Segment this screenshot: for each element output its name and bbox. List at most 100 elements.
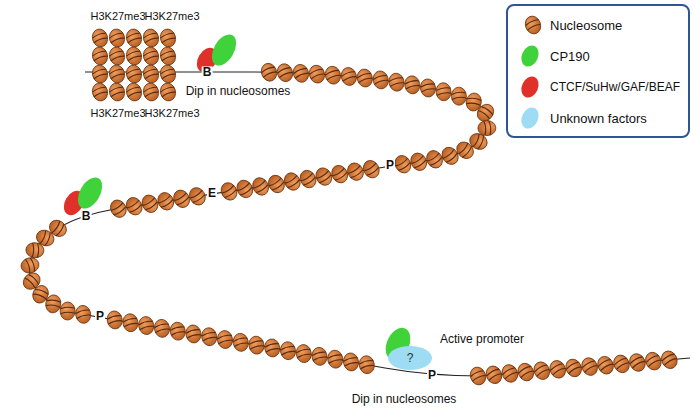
nucleosome bbox=[158, 45, 177, 66]
nucleosome bbox=[218, 180, 240, 203]
nucleosome bbox=[74, 304, 92, 324]
nucleosome bbox=[155, 190, 177, 213]
nucleosome bbox=[122, 313, 140, 333]
histone-mark: H3K27me3 bbox=[90, 10, 145, 22]
nucleosome bbox=[139, 192, 161, 215]
nucleosome bbox=[107, 197, 129, 220]
nucleosome bbox=[266, 172, 288, 195]
nucleosome bbox=[216, 329, 234, 349]
factor-ellipse: ? bbox=[388, 346, 432, 370]
nucleosome bbox=[643, 350, 664, 373]
nucleosome bbox=[107, 45, 126, 66]
promoter-letter: P bbox=[427, 369, 437, 382]
nucleosome bbox=[158, 81, 177, 102]
nucleosome bbox=[326, 349, 344, 369]
nucleosome bbox=[90, 45, 109, 66]
legend-row: Unknown factors bbox=[516, 105, 647, 131]
legend-swatch bbox=[518, 43, 542, 70]
nucleosome bbox=[158, 27, 177, 48]
nucleosome bbox=[311, 346, 329, 366]
nucleosome bbox=[90, 81, 109, 102]
nucleosome-cluster bbox=[90, 27, 177, 102]
nucleosome bbox=[124, 81, 143, 102]
nucleosome bbox=[141, 63, 160, 84]
nucleosome bbox=[171, 187, 193, 210]
nucleosome bbox=[547, 358, 568, 381]
nucleosome bbox=[345, 160, 367, 183]
promoter-letter: P bbox=[95, 310, 105, 323]
nucleosome bbox=[107, 81, 126, 102]
nucleosome bbox=[360, 158, 382, 181]
nucleosome bbox=[595, 354, 616, 377]
nucleosome bbox=[137, 315, 155, 335]
legend-row: Nucleosome bbox=[516, 12, 622, 38]
cp190-factor bbox=[73, 173, 107, 212]
nucleosome bbox=[515, 361, 536, 384]
nucleosome bbox=[531, 359, 552, 382]
nucleosome bbox=[60, 302, 76, 321]
legend-nucleosome-icon bbox=[516, 12, 550, 38]
nucleosome bbox=[124, 45, 143, 66]
nucleosome bbox=[20, 256, 41, 275]
nucleosome bbox=[107, 63, 126, 84]
nucleosome bbox=[141, 45, 160, 66]
nucleosome bbox=[186, 185, 208, 208]
nucleosome bbox=[25, 242, 44, 259]
legend-text: Unknown factors bbox=[550, 111, 647, 126]
nucleosome bbox=[659, 348, 680, 371]
nucleosome bbox=[295, 343, 313, 363]
nucleosome bbox=[250, 175, 272, 198]
dip-label: Dip in nucleosomes bbox=[352, 393, 457, 406]
nucleosome bbox=[483, 363, 504, 386]
histone-mark: H3K27me3 bbox=[144, 107, 199, 119]
boundary-letter: B bbox=[202, 66, 213, 79]
nucleosome bbox=[339, 66, 358, 87]
nucleosome bbox=[200, 327, 218, 347]
nucleosome bbox=[279, 341, 297, 361]
legend-text: Nucleosome bbox=[550, 18, 622, 33]
nucleosome bbox=[424, 148, 446, 171]
nucleosome bbox=[329, 163, 351, 186]
nucleosome bbox=[153, 318, 171, 338]
nucleosome bbox=[611, 353, 632, 376]
nucleosome bbox=[169, 321, 187, 341]
nucleosome bbox=[124, 27, 143, 48]
legend-text: CP190 bbox=[550, 49, 590, 64]
legend-row: CTCF/SuHw/GAF/BEAF bbox=[516, 74, 680, 100]
nucleosome bbox=[307, 63, 327, 85]
nucleosome bbox=[439, 144, 462, 167]
nucleosome bbox=[579, 355, 600, 378]
nucleosome bbox=[259, 61, 279, 83]
boundary-letter: B bbox=[81, 210, 92, 223]
nucleosome bbox=[263, 338, 281, 358]
legend-row: CP190 bbox=[516, 43, 590, 69]
nucleosome bbox=[106, 310, 124, 330]
legend-text: CTCF/SuHw/GAF/BEAF bbox=[550, 80, 680, 94]
nucleosome bbox=[342, 352, 360, 372]
histone-mark: H3K27me3 bbox=[144, 10, 199, 22]
factor-label: ? bbox=[407, 351, 414, 365]
nucleosome bbox=[523, 14, 543, 36]
nucleosome bbox=[90, 63, 109, 84]
nucleosome bbox=[234, 177, 256, 200]
nucleosome bbox=[478, 120, 496, 135]
nucleosome bbox=[44, 294, 62, 314]
nucleosome bbox=[392, 153, 414, 176]
nucleosome bbox=[419, 78, 436, 98]
nucleosome bbox=[141, 81, 160, 102]
dna-fiber bbox=[30, 72, 690, 376]
nucleosome bbox=[275, 62, 295, 84]
nucleosome bbox=[158, 63, 177, 84]
enhancer-letter: E bbox=[207, 187, 217, 200]
dip-label: Dip in nucleosomes bbox=[186, 85, 291, 98]
nucleosome bbox=[185, 324, 203, 344]
nucleosome bbox=[563, 357, 584, 380]
promoter-letter: P bbox=[385, 159, 395, 172]
histone-mark: H3K27me3 bbox=[90, 107, 145, 119]
nucleosome bbox=[371, 70, 390, 91]
nucleosome bbox=[291, 62, 311, 84]
promoter-label: Active promoter bbox=[440, 333, 524, 346]
nucleosome bbox=[124, 63, 143, 84]
nucleosome bbox=[435, 82, 452, 101]
nucleosome bbox=[123, 195, 145, 218]
